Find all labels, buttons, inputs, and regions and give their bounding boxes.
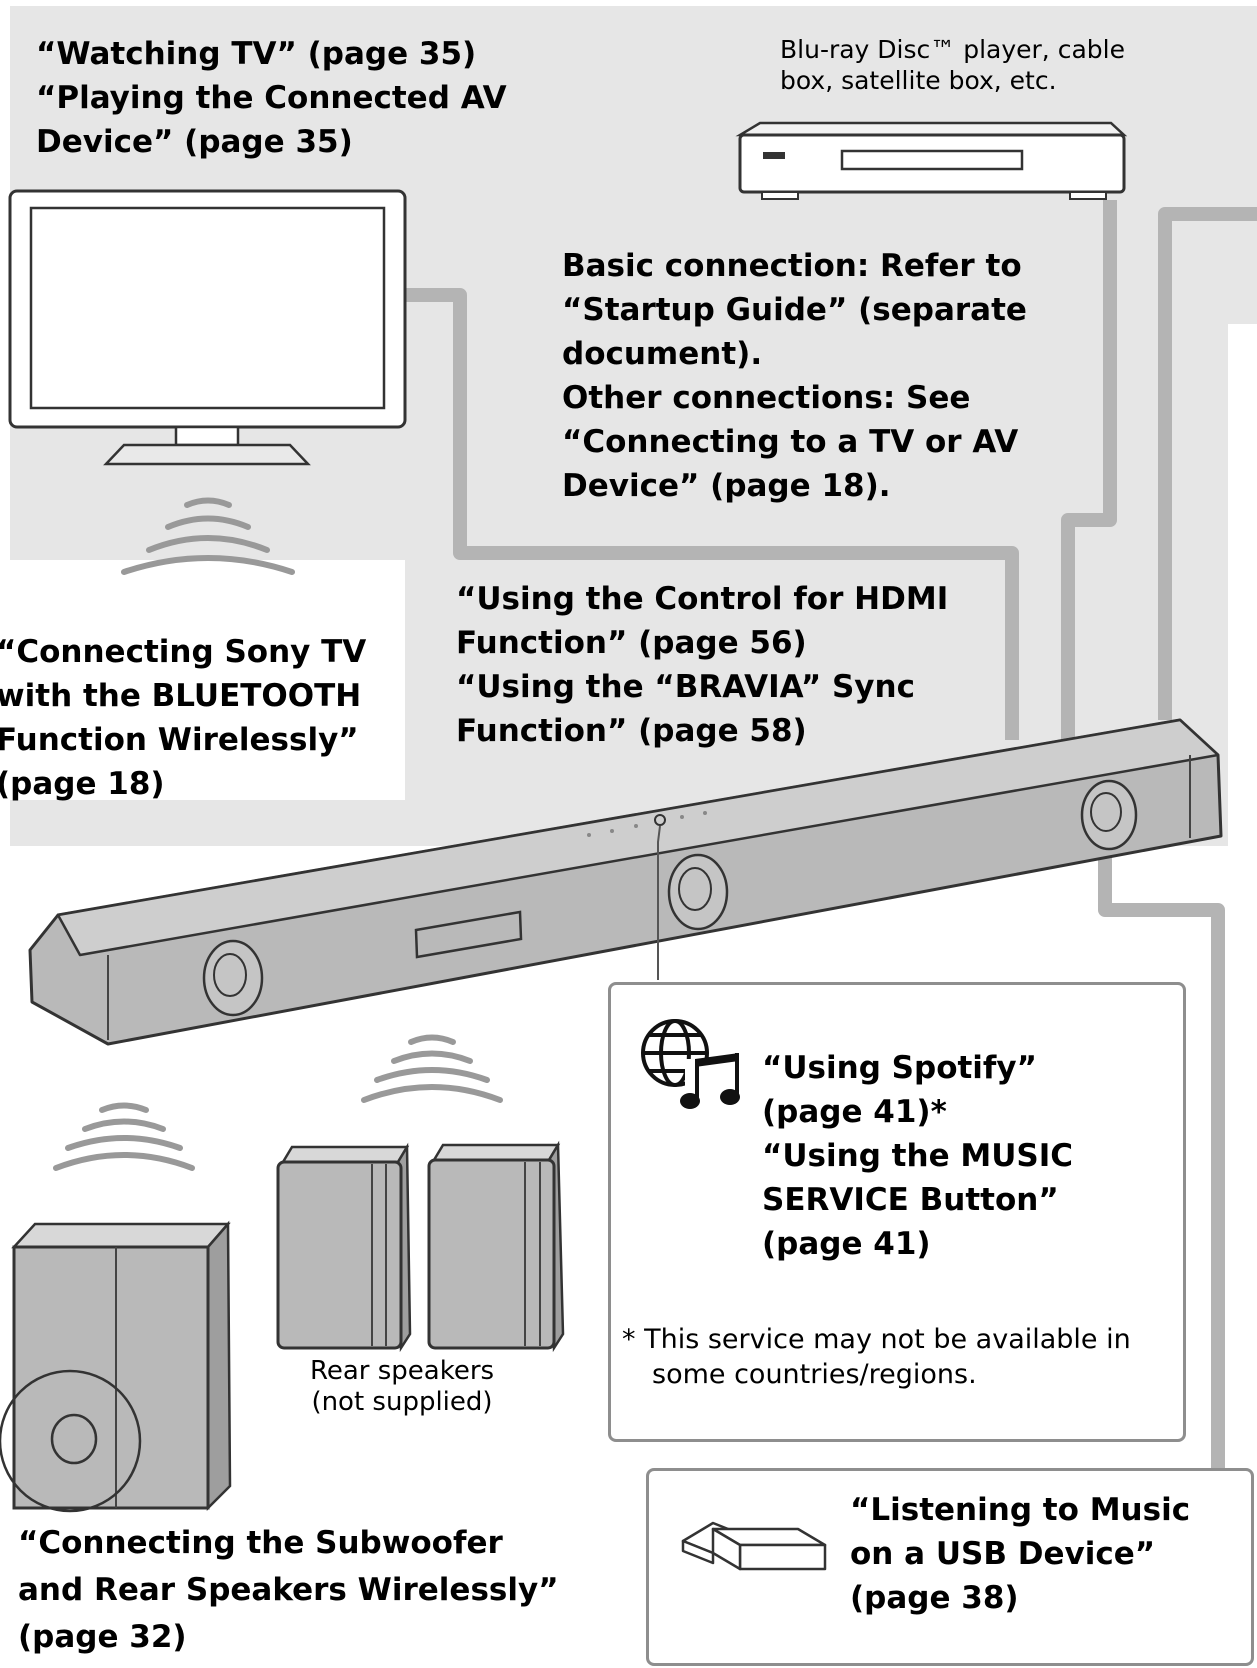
- tv-hdmi-cable: [405, 288, 1019, 740]
- wireless-wave-icon: [361, 1034, 503, 1103]
- subwoofer-reference: “Connecting the Subwoofer and Rear Speak…: [18, 1525, 559, 1655]
- usb-stick-icon: [681, 1521, 827, 1571]
- usb-cable: [1098, 840, 1225, 1470]
- usb-box: [646, 1468, 1254, 1666]
- av-player-icon: [735, 121, 1128, 200]
- wireless-wave-icon: [121, 497, 295, 575]
- connection-instructions: Basic connection: Refer to “Startup Guid…: [562, 248, 1027, 504]
- network-music-icon: [641, 1019, 743, 1109]
- soundbar-icon: [28, 718, 1223, 1046]
- av-device-label: Blu-ray Disc™ player, cable box, satelli…: [780, 35, 1125, 95]
- soundbar-button-marker: [654, 814, 666, 826]
- right-cable: [1158, 207, 1257, 720]
- tv-icon: [8, 189, 407, 466]
- cables: [405, 200, 1257, 1470]
- music-service-box: [608, 982, 1186, 1442]
- hdmi-control-references: “Using the Control for HDMI Function” (p…: [456, 581, 949, 749]
- rear-speakers-label: Rear speakers (not supplied): [309, 1356, 495, 1417]
- rear-speaker-icon: [427, 1140, 565, 1353]
- av-device-cable: [1061, 200, 1117, 740]
- tv-page-references: “Watching TV” (page 35) “Playing the Con…: [36, 36, 507, 160]
- usb-reference: “Listening to Music on a USB Device” (pa…: [850, 1492, 1191, 1616]
- rear-speaker-icon: [276, 1142, 412, 1353]
- availability-footnote: * This service may not be available in s…: [622, 1324, 1131, 1390]
- music-service-references: “Using Spotify” (page 41)* “Using the MU…: [762, 1050, 1074, 1262]
- subwoofer-icon: [0, 1220, 232, 1513]
- wireless-wave-icon: [53, 1102, 195, 1171]
- bluetooth-tv-reference: “Connecting Sony TV with the BLUETOOTH F…: [0, 634, 367, 802]
